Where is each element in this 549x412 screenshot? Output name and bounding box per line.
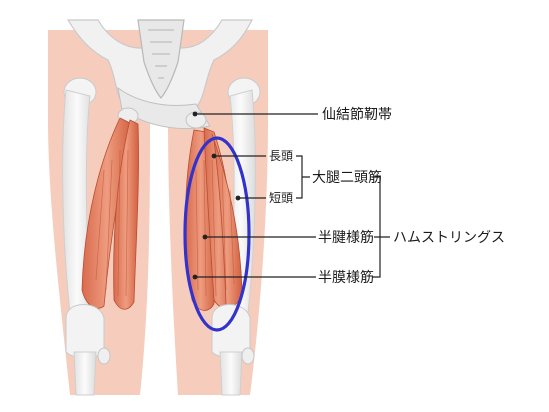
- label-short-head: 短頭: [269, 191, 293, 205]
- bracket-hamstrings: [372, 176, 390, 278]
- dot-semimembranosus: [192, 274, 198, 280]
- bracket-biceps-heads: [296, 155, 310, 199]
- dot-sacrotuberous: [192, 111, 198, 117]
- left-fibula-head: [97, 347, 111, 365]
- dot-semitendinosus: [202, 234, 208, 240]
- right-fibula-head: [241, 347, 255, 365]
- leader-dots: [192, 111, 241, 280]
- label-semimembranosus: 半膜様筋: [318, 269, 374, 286]
- label-biceps-femoris: 大腿二頭筋: [312, 169, 382, 186]
- sacrum-ridges: [148, 29, 174, 79]
- dot-short-head: [235, 195, 241, 201]
- label-hamstrings: ハムストリングス: [393, 230, 505, 246]
- knees: [65, 304, 255, 396]
- right-muscle-fibers: [195, 159, 235, 297]
- label-long-head: 長頭: [269, 149, 293, 163]
- left-muscle-fibers: [95, 149, 129, 297]
- right-knee: [211, 304, 251, 359]
- right-tibia: [219, 351, 243, 396]
- dot-long-head: [211, 153, 217, 159]
- label-sacrotuberous-ligament: 仙結節靭帯: [322, 106, 392, 123]
- left-knee: [65, 304, 105, 359]
- highlight-ellipse: [183, 136, 251, 332]
- left-semitendinosus: [113, 119, 139, 310]
- label-semitendinosus: 半腱様筋: [318, 229, 374, 246]
- leader-lines: [195, 113, 390, 278]
- left-hamstring-muscles: [81, 117, 139, 310]
- labels: 仙結節靭帯 長頭 短頭 大腿二頭筋 半腱様筋 半膜様筋 ハムストリングス: [269, 106, 505, 286]
- left-tibia: [73, 351, 97, 396]
- sacrum: [137, 19, 185, 99]
- right-hamstring-muscles: [185, 127, 243, 311]
